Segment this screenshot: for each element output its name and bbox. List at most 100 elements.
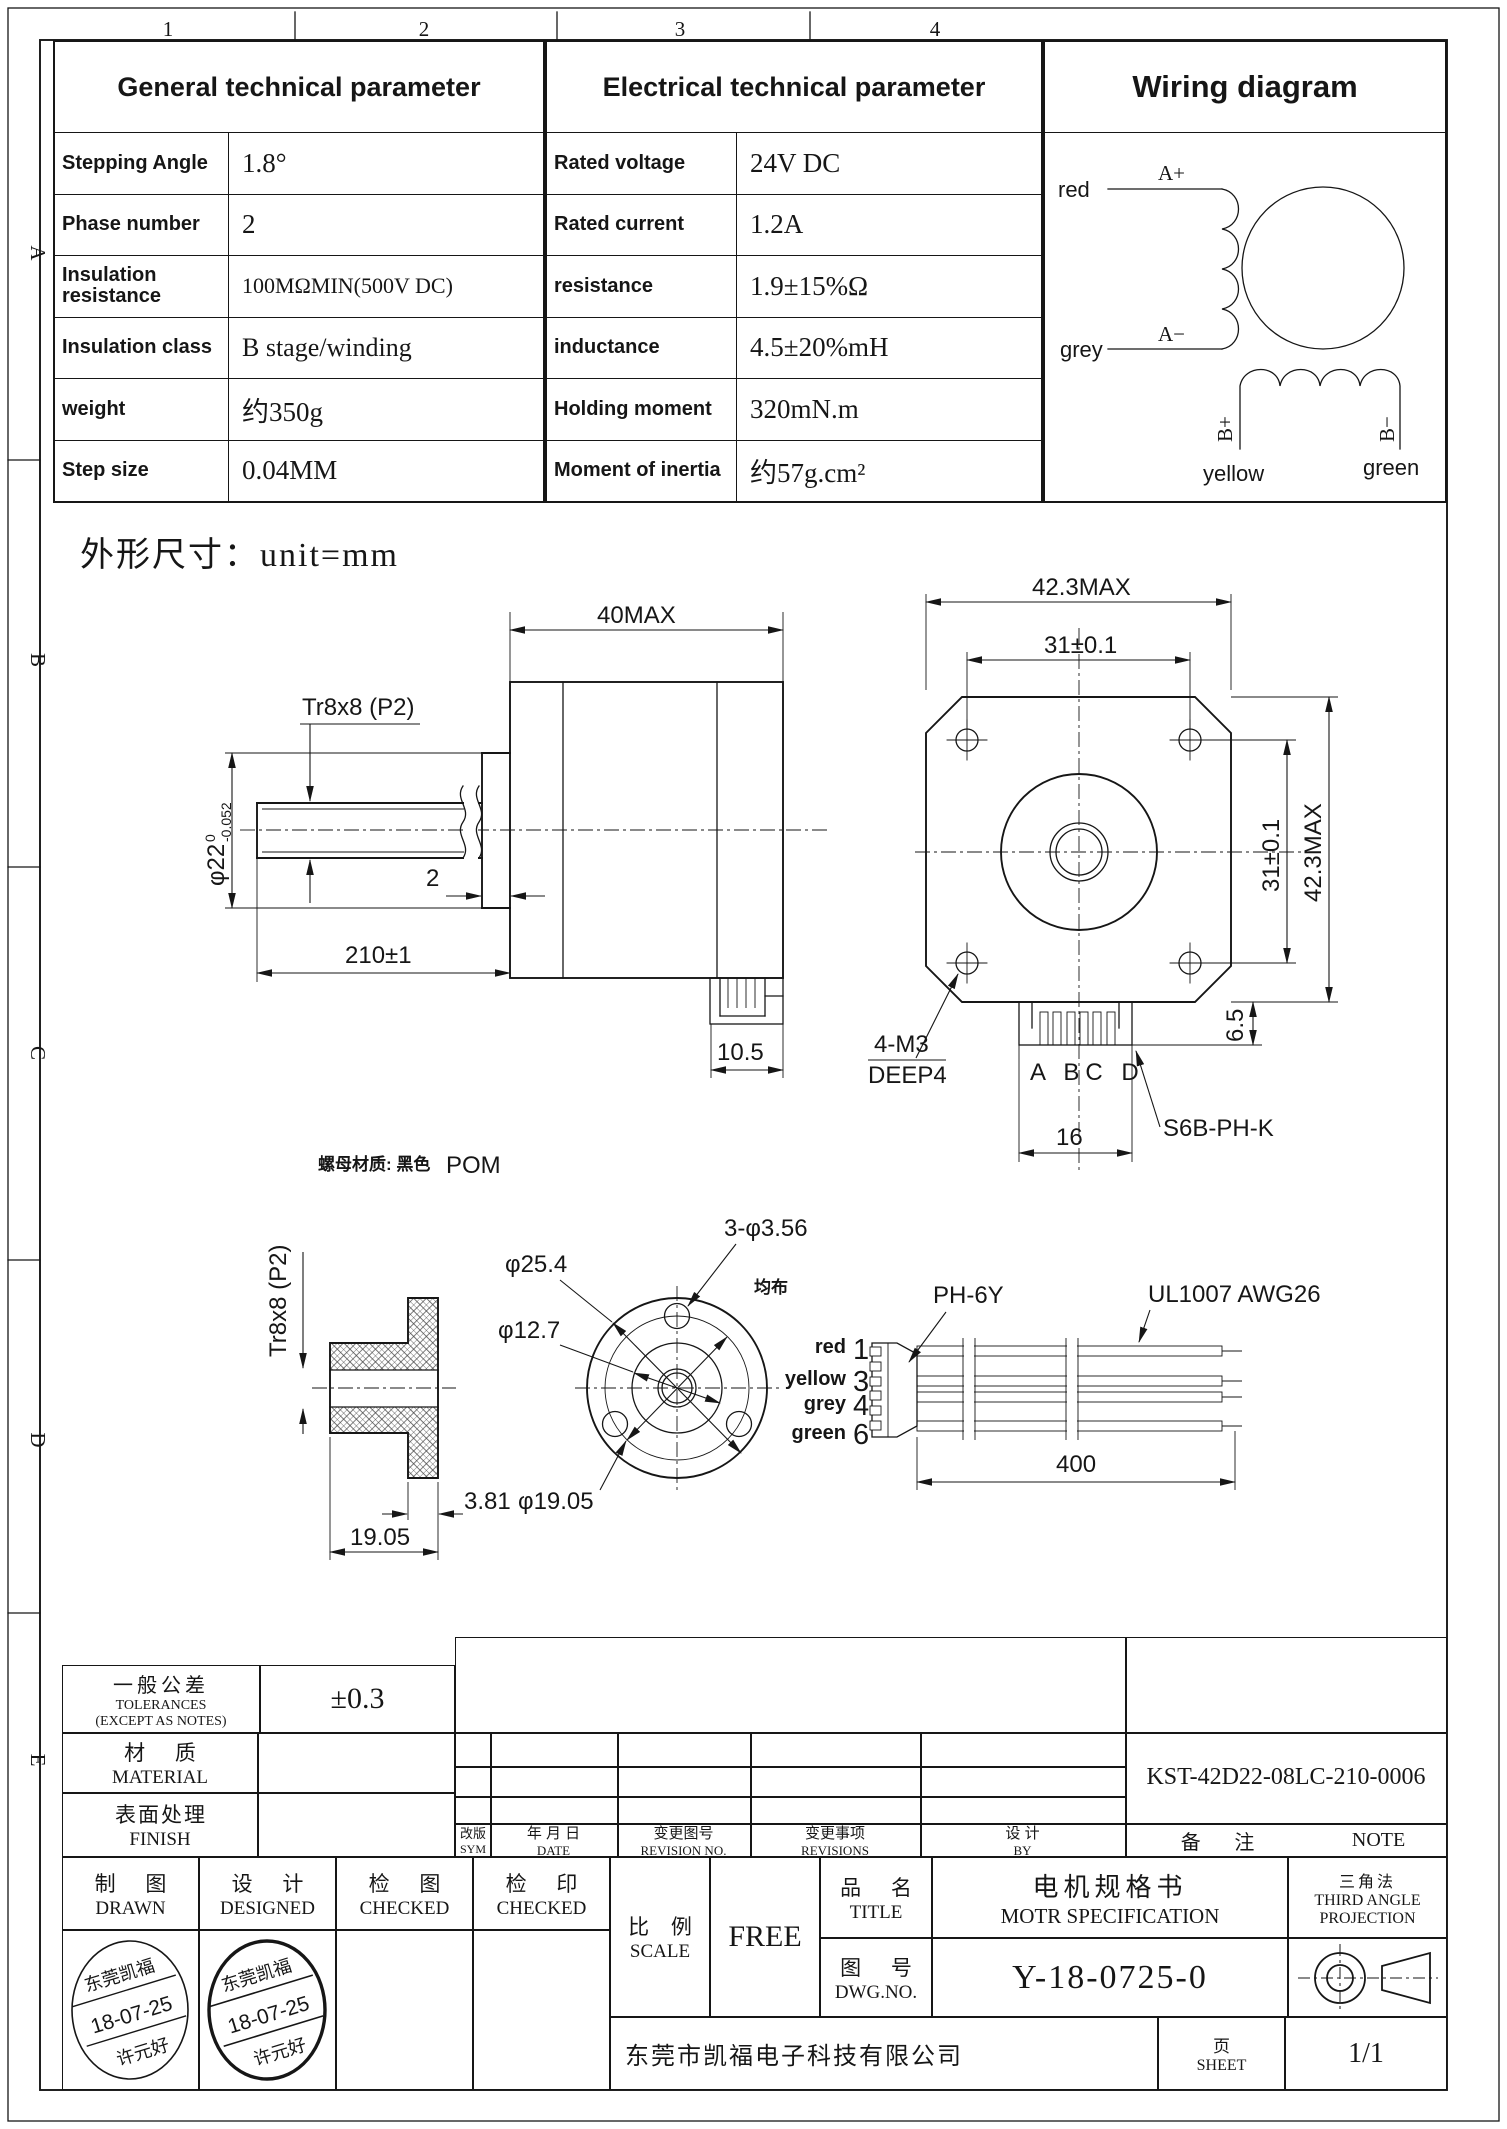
side-view-drawing: 40MAX Tr8x8 (P2) φ220-0.052 2 210±1 10.5 — [202, 602, 830, 1078]
row-value: 24V DC — [750, 147, 841, 178]
dim-hole-spacing-v: 31±0.1 — [1258, 819, 1285, 892]
nut-thread-callout: Tr8x8 (P2) — [265, 1245, 292, 1357]
row-label: Insulation class — [55, 317, 229, 378]
dim-flange-od: 19.05 — [350, 1524, 410, 1551]
checked2-en: CHECKED — [496, 1897, 587, 1919]
wiring-diagram-title: Wiring diagram — [1045, 42, 1445, 133]
company-stamp: 东莞凯福 18-07-25 许元好 — [71, 1940, 189, 2080]
designed-label-cell: 设 计 DESIGNED — [199, 1857, 336, 1930]
row-value: 2 — [242, 209, 256, 240]
sheet-label-cell: 页 SHEET — [1158, 2017, 1285, 2090]
tolerance-note: (EXCEPT AS NOTES) — [95, 1713, 227, 1729]
wiring-diagram-panel: Wiring diagram — [1043, 40, 1447, 503]
tap-depth-callout: DEEP4 — [868, 1062, 947, 1089]
material-en: MATERIAL — [111, 1767, 209, 1788]
tolerance-value-cell: ±0.3 — [260, 1665, 455, 1733]
row-label: Holding moment — [547, 379, 737, 440]
rev-by-header: 设 计 BY — [1005, 1824, 1040, 1858]
table-row: weight 约350g — [55, 378, 543, 440]
stamp-line1: 东莞凯福 — [219, 1955, 294, 1995]
dim-connector-height: 6.5 — [1222, 1009, 1249, 1042]
nut-material-note-en: POM — [446, 1152, 501, 1179]
electrical-parameter-table: Electrical technical parameter Rated vol… — [545, 40, 1043, 503]
scale-value-cell: FREE — [710, 1857, 820, 2017]
title-label-cell: 品 名 TITLE — [820, 1857, 932, 1938]
dwg-label-cell: 图 号 DWG.NO. — [820, 1938, 932, 2017]
dim-hole-spacing: 31±0.1 — [1044, 632, 1117, 659]
nut-material-note-zh: 螺母材质: 黑色 — [318, 1154, 430, 1174]
dia-bolt-circle: φ19.05 — [518, 1488, 594, 1515]
zone-row-c: C — [26, 1046, 50, 1060]
front-view-drawing: 42.3MAX 31±0.1 31±0.1 42.3MAX — [868, 574, 1338, 1170]
harness-pin-slots — [869, 1346, 882, 1431]
part-number: KST-42D22-08LC-210-0006 — [1146, 1764, 1426, 1790]
zone-col-2: 2 — [419, 17, 430, 41]
wire-spec-label: UL1007 AWG26 — [1148, 1281, 1321, 1308]
checked2-stamp-cell — [473, 1930, 610, 2090]
dim-connector: 16 — [1056, 1124, 1083, 1151]
rev-date-header: 年 月 日 DATE — [526, 1824, 581, 1858]
dwg-value-cell: Y-18-0725-0 — [932, 1938, 1288, 2017]
dwg-number: Y-18-0725-0 — [1012, 1958, 1208, 1996]
holes-callout: 3-φ3.56 — [724, 1215, 808, 1242]
material-label-cell: 材 质 MATERIAL — [62, 1733, 258, 1793]
finish-value-cell — [258, 1793, 455, 1857]
flange-front-drawing: φ25.4 φ12.7 3-φ3.56 均布 — [498, 1215, 808, 1490]
material-zh: 材 质 — [124, 1742, 208, 1765]
general-parameter-table: General technical parameter Stepping Ang… — [53, 40, 545, 503]
dim-connector-width: 10.5 — [717, 1039, 764, 1066]
mounting-holes — [946, 719, 1211, 984]
harness-wire-pin: 4 — [853, 1390, 869, 1422]
harness-connector-label: PH-6Y — [933, 1282, 1004, 1309]
harness-wires — [916, 1338, 1242, 1440]
harness-wire-color: green — [792, 1422, 846, 1444]
row-value: 320mN.m — [750, 393, 859, 424]
title-zh-value: 电机规格书 — [1032, 1871, 1188, 1902]
projection-symbol-cell — [1288, 1938, 1447, 2017]
designed-zh: 设 计 — [231, 1872, 316, 1896]
title-value-cell: 电机规格书 MOTR SPECIFICATION — [932, 1857, 1288, 1938]
general-table-title: General technical parameter — [117, 71, 481, 102]
nut-section-drawing: 螺母材质: 黑色 POM Tr8x8 (P2) 3.81 φ19.05 1 — [265, 1152, 627, 1560]
row-label: Rated voltage — [547, 133, 737, 194]
designed-stamp-cell: 东莞凯福 18-07-25 许元好 — [199, 1930, 336, 2090]
rev-items-header: 变更事项 REVISIONS — [801, 1824, 869, 1858]
outline-dimensions-heading: 外形尺寸：unit=mm — [80, 536, 399, 574]
dim-width: 42.3MAX — [1032, 574, 1131, 601]
row-value: 100MΩMIN(500V DC) — [242, 273, 453, 299]
zone-col-4: 4 — [930, 17, 941, 41]
table-row: Moment of inertia 约57g.cm² — [547, 439, 1041, 501]
rev-sym-header: 改版 SYM — [459, 1826, 486, 1856]
finish-label-cell: 表面处理 FINISH — [62, 1793, 258, 1857]
dim-40max: 40MAX — [597, 602, 676, 629]
dia-mid: φ12.7 — [498, 1317, 560, 1344]
row-value: 1.8° — [242, 147, 287, 178]
projection-label-cell: 三角法 THIRD ANGLE PROJECTION — [1288, 1857, 1447, 1938]
stamp-line2: 18-07-25 — [88, 1992, 175, 2039]
harness-wire-color: grey — [804, 1393, 847, 1415]
row-label: Rated current — [547, 194, 737, 255]
sheet-number: 1/1 — [1348, 2037, 1384, 2069]
finish-en: FINISH — [129, 1829, 191, 1850]
harness-wire-color: yellow — [785, 1368, 847, 1390]
table-row: Phase number 2 — [55, 193, 543, 255]
table-row: Step size 0.04MM — [55, 439, 543, 501]
tolerance-en: TOLERANCES — [115, 1697, 207, 1713]
material-value-cell — [258, 1733, 455, 1793]
connector-pin-labels: A BC D — [1030, 1059, 1145, 1086]
dim-shaft-diameter: φ220-0.052 — [202, 802, 234, 886]
zone-col-3: 3 — [675, 17, 686, 41]
harness-wire-pin: 1 — [853, 1334, 869, 1366]
drawn-stamp-cell: 东莞凯福 18-07-25 许元好 — [62, 1930, 199, 2090]
note-header: 备 注 NOTE — [1180, 1828, 1406, 1854]
harness-wire-pin: 3 — [853, 1366, 869, 1398]
tap-callout: 4-M3 — [874, 1031, 929, 1058]
table-row: Holding moment 320mN.m — [547, 378, 1041, 440]
company-cell: 东莞市凯福电子科技有限公司 — [610, 2017, 1158, 2090]
dia-outer: φ25.4 — [505, 1251, 567, 1278]
checked-zh: 检 图 — [368, 1872, 453, 1896]
finish-zh: 表面处理 — [115, 1804, 207, 1827]
table-row: Insulation class B stage/winding — [55, 316, 543, 378]
sheet-value-cell: 1/1 — [1285, 2017, 1447, 2090]
tolerance-zh: 一般公差 — [113, 1674, 209, 1697]
